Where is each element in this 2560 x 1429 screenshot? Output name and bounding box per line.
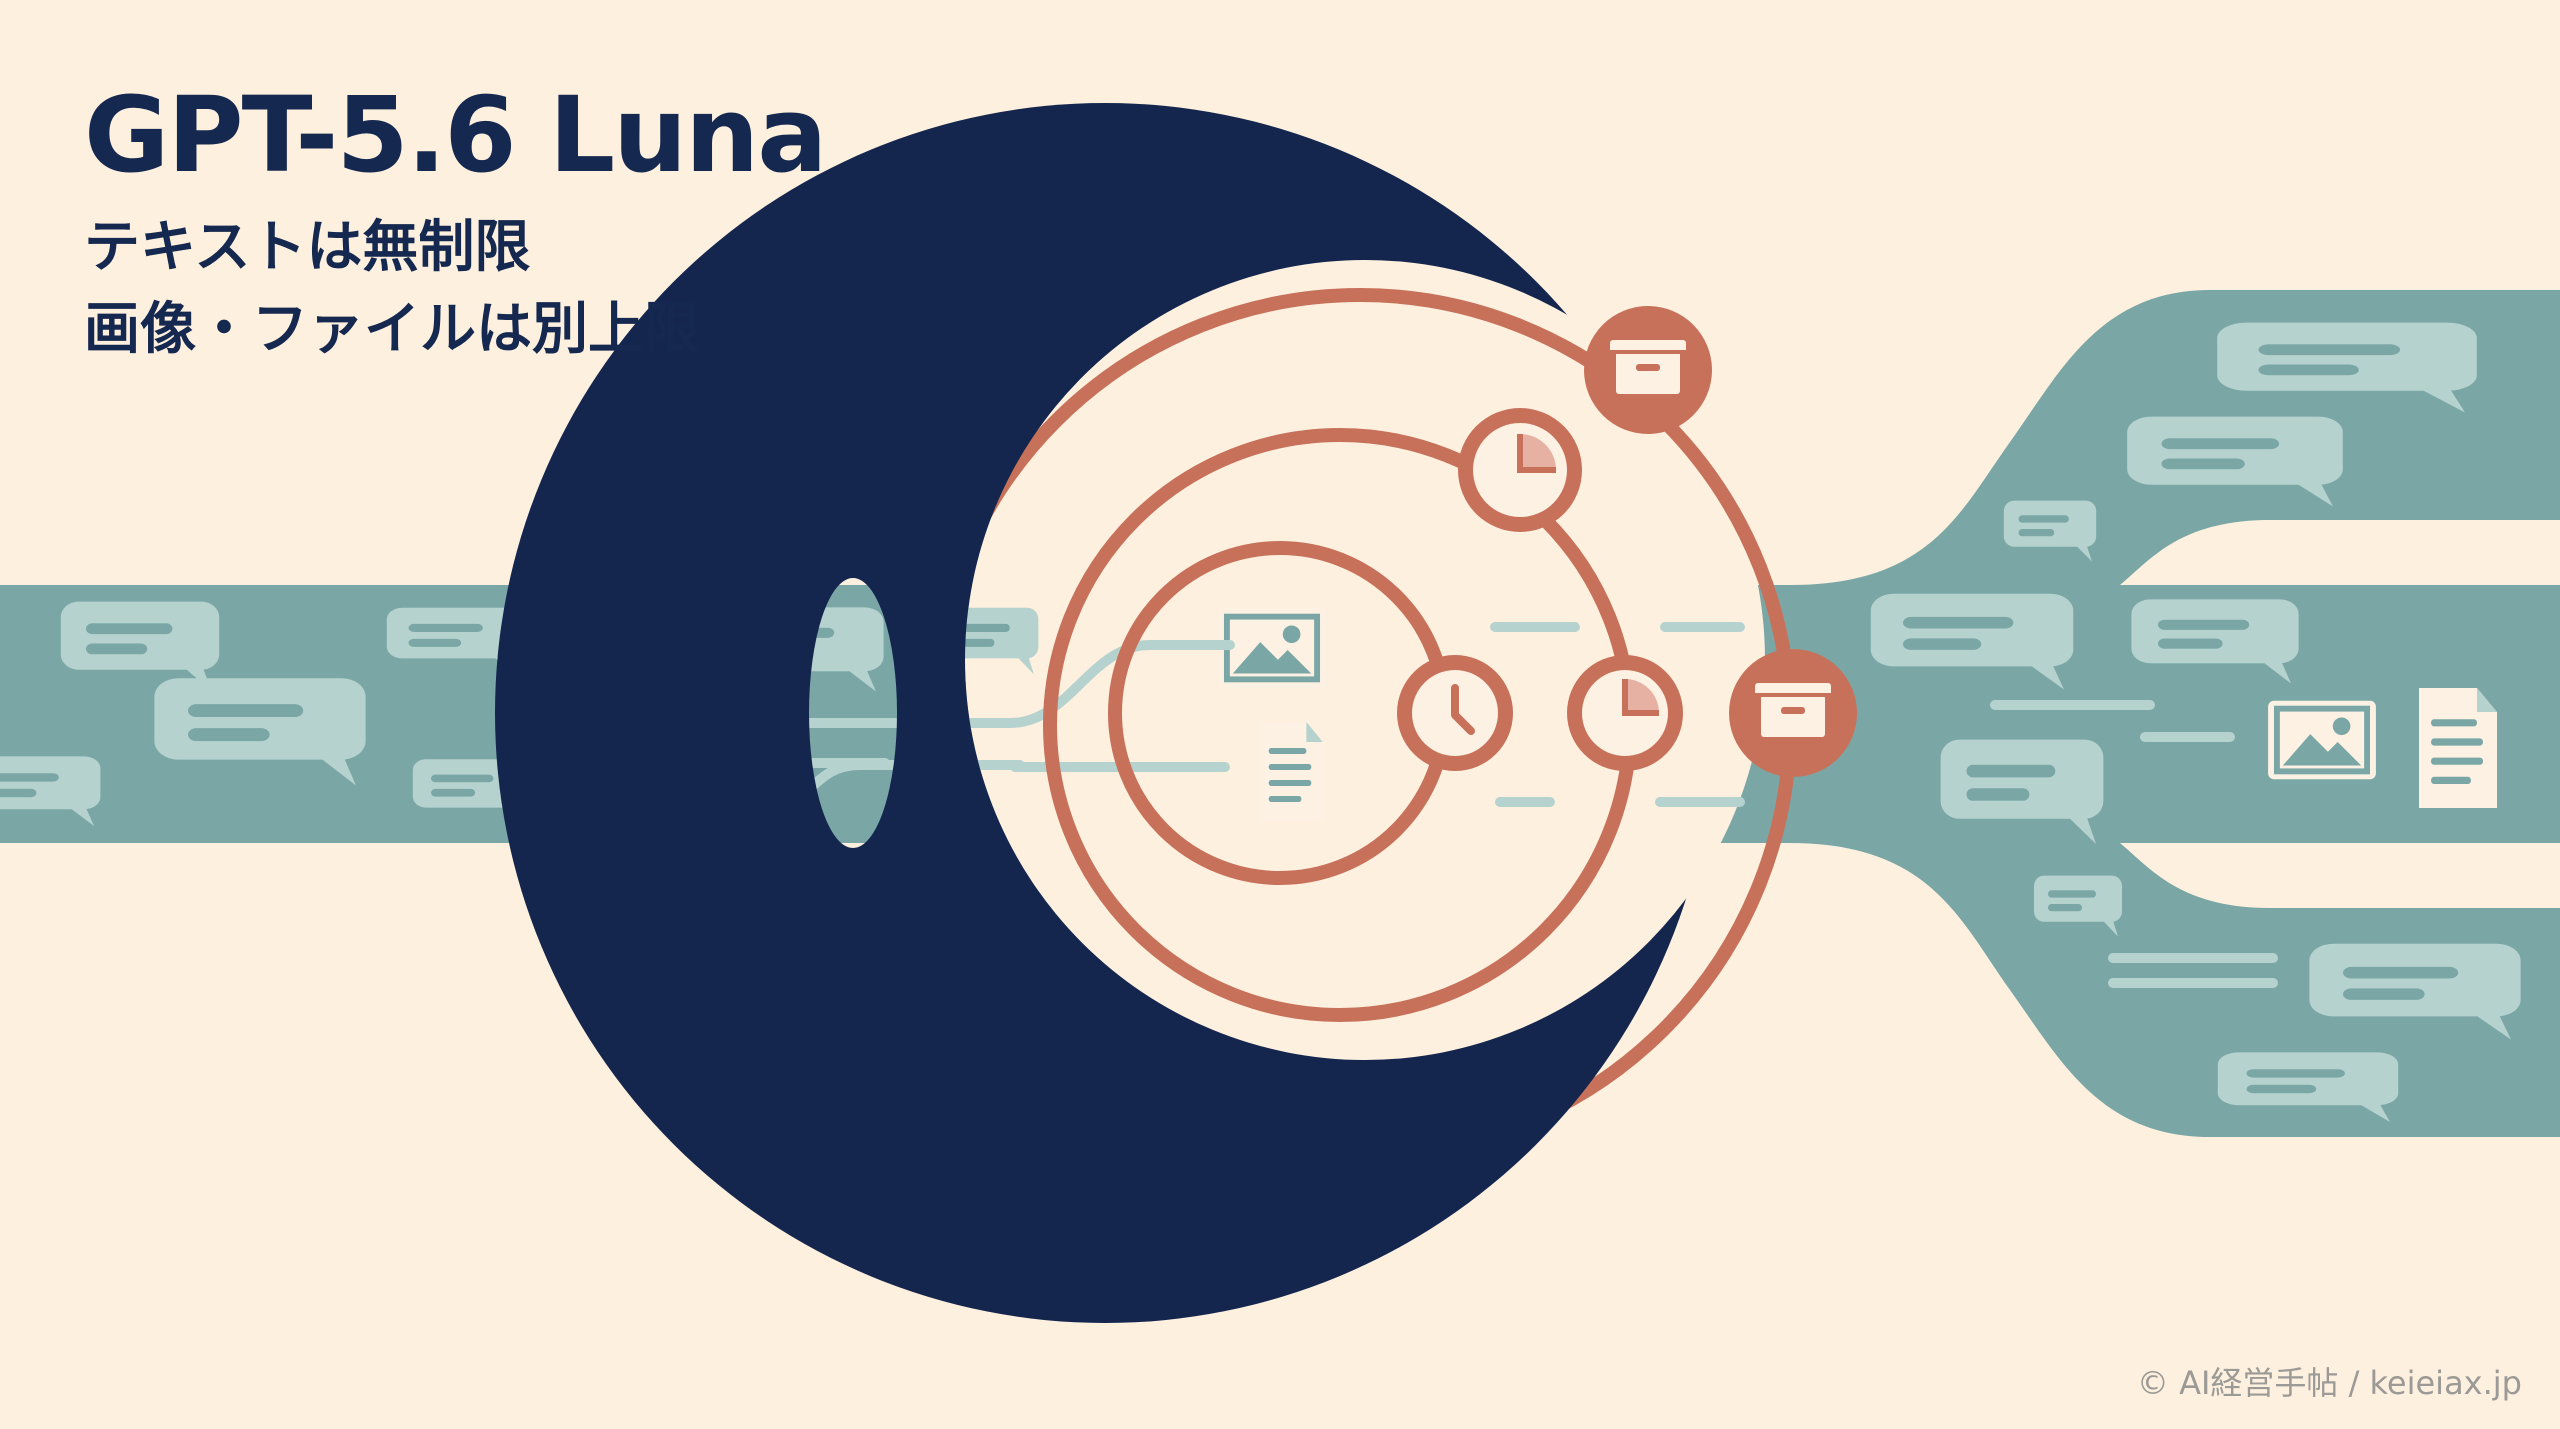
subtitle-text-unlimited: テキストは無制限 [84, 215, 531, 280]
page-title: GPT-5.6 Luna [84, 74, 827, 196]
document-icon [2419, 688, 2497, 808]
pie-chart-icon [1567, 655, 1683, 771]
pie-chart-icon [1458, 408, 1582, 532]
outgoing-content [1870, 322, 2521, 1122]
crescent-moon [495, 103, 1715, 1323]
copyright-credit: © AI経営手帖 / keieiax.jp [2136, 1364, 2522, 1402]
subtitle-media-limit: 画像・ファイルは別上限 [84, 297, 700, 362]
image-icon [2268, 701, 2376, 779]
archive-box-icon [1584, 306, 1712, 434]
archive-box-icon [1729, 649, 1857, 777]
clock-icon [1397, 655, 1513, 771]
